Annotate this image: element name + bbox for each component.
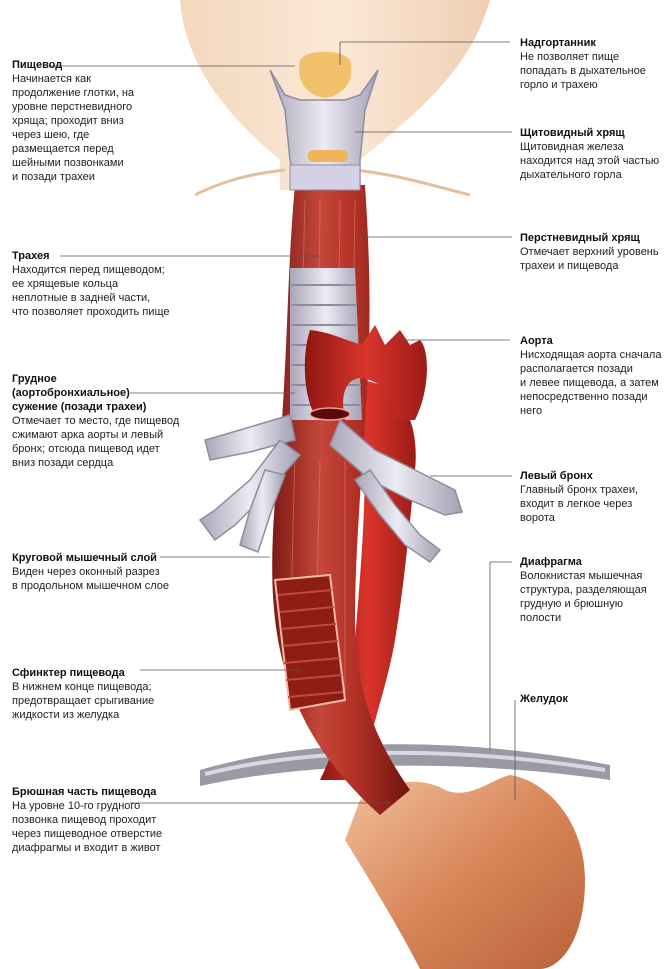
label-aorta-desc: Нисходящая аорта сначала располагается п… [520, 349, 662, 417]
aortic-arch [304, 325, 427, 420]
label-abdominal-title: Брюшная часть пищевода [12, 786, 157, 798]
label-diaphragm-title: Диафрагма [520, 556, 582, 568]
label-stomach-title: Желудок [520, 693, 568, 705]
label-thoracic-title: Грудное (аортобронхиальное) сужение (поз… [12, 373, 147, 413]
label-thyroid-title: Щитовидный хрящ [520, 127, 625, 139]
diaphragm-shape [200, 744, 610, 786]
label-cricoid-title: Перстневидный хрящ [520, 232, 640, 244]
label-epiglottis: Надгортанник Не позволяет пище попадать … [520, 36, 665, 92]
label-thyroid-desc: Щитовидная железа находится над этой час… [520, 141, 660, 181]
label-thyroid: Щитовидный хрящ Щитовидная железа находи… [520, 126, 665, 182]
label-trachea: Трахея Находится перед пищеводом; ее хря… [12, 249, 187, 319]
label-thoracic: Грудное (аортобронхиальное) сужение (поз… [12, 372, 187, 470]
leader-lines [50, 41, 516, 804]
label-cricoid-desc: Отмечает верхний уровень трахеи и пищево… [520, 246, 659, 272]
stomach-shape [345, 775, 585, 969]
label-trachea-desc: Находится перед пищеводом; ее хрящевые к… [12, 264, 170, 318]
label-esophagus-desc: Начинается как продолжение глотки, на ур… [12, 73, 135, 183]
label-bronchus-desc: Главный бронх трахеи, входит в легкое че… [520, 484, 639, 524]
label-esophagus-title: Пищевод [12, 59, 63, 71]
label-epiglottis-desc: Не позволяет пище попадать в дыхательное… [520, 51, 646, 91]
label-diaphragm-desc: Волокнистая мышечная структура, разделяю… [520, 570, 647, 624]
label-stomach: Желудок [520, 692, 665, 706]
label-muscle-desc: Виден через оконный разрез в продольном … [12, 566, 169, 592]
label-trachea-title: Трахея [12, 250, 50, 262]
muscle-window [273, 573, 347, 712]
label-sphincter-desc: В нижнем конце пищевода; предотвращает с… [12, 681, 155, 721]
label-thoracic-desc: Отмечает то место, где пищевод сжимают а… [12, 415, 180, 469]
label-sphincter: Сфинктер пищевода В нижнем конце пищевод… [12, 666, 187, 722]
label-abdominal: Брюшная часть пищевода На уровне 10-го г… [12, 785, 187, 855]
label-sphincter-title: Сфинктер пищевода [12, 667, 125, 679]
label-muscle: Круговой мышечный слой Виден через оконн… [12, 551, 187, 593]
label-diaphragm: Диафрагма Волокнистая мышечная структура… [520, 555, 665, 625]
label-epiglottis-title: Надгортанник [520, 37, 596, 49]
label-esophagus: Пищевод Начинается как продолжение глотк… [12, 58, 187, 184]
aorta-opening [309, 407, 351, 421]
label-abdominal-desc: На уровне 10-го грудного позвонка пищево… [12, 800, 163, 854]
label-bronchus-title: Левый бронх [520, 470, 593, 482]
label-aorta: Аорта Нисходящая аорта сначала располага… [520, 334, 665, 418]
larynx-shape [269, 51, 379, 191]
label-cricoid: Перстневидный хрящ Отмечает верхний уров… [520, 231, 665, 273]
bronchi-shape [198, 414, 463, 564]
label-muscle-title: Круговой мышечный слой [12, 552, 157, 564]
label-aorta-title: Аорта [520, 335, 553, 347]
label-bronchus: Левый бронх Главный бронх трахеи, входит… [520, 469, 665, 525]
